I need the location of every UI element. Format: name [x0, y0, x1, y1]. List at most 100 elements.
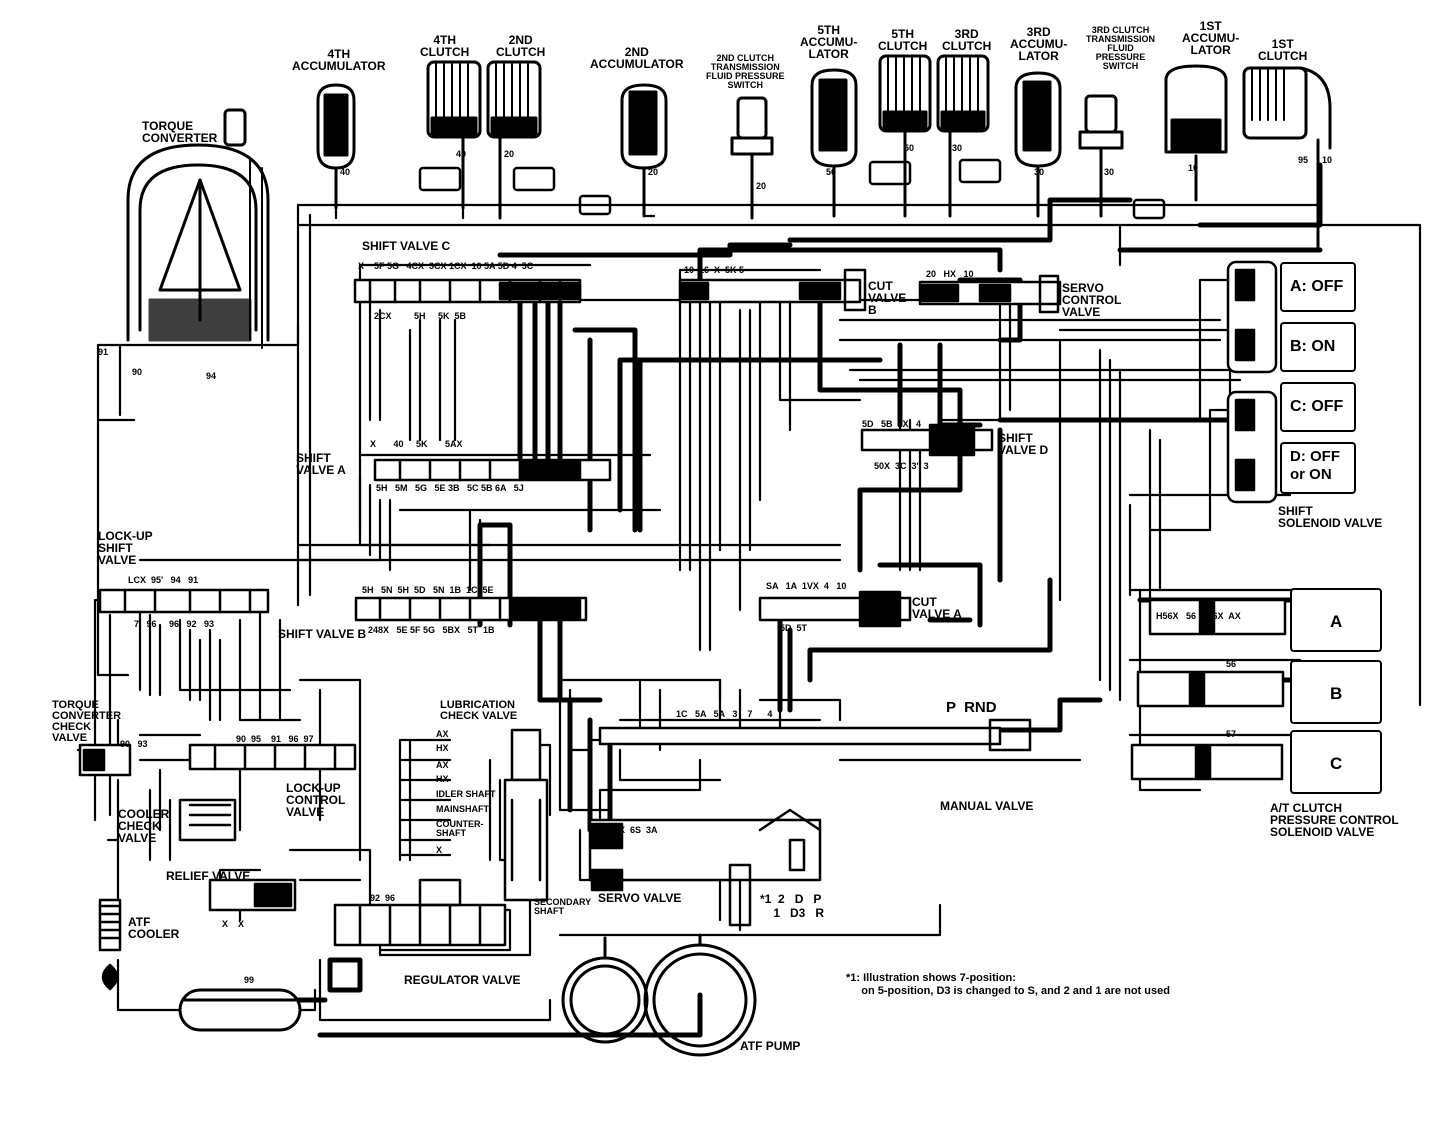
label-shift-valve-a: SHIFT VALVE A — [296, 451, 346, 477]
lube-idler-shaft: IDLER SHAFT — [436, 789, 496, 799]
label-3rd-clutch-switch: 3RD CLUTCH TRANSMISSION FLUID PRESSURE S… — [1086, 25, 1156, 71]
clutch-solenoid-b-letter: B — [1330, 684, 1343, 703]
label-5th-clutch: 5TH CLUTCH — [878, 27, 928, 53]
lockup-ports: LCX 95' 94 91 — [128, 575, 199, 585]
accumulator-2nd — [620, 83, 668, 218]
shift-valve-b — [354, 596, 588, 622]
label-secondary-shaft: SECONDARY SHAFT — [534, 897, 592, 916]
cut-valve-a — [758, 590, 912, 628]
regulator-ports: 92 96 — [370, 893, 396, 903]
label-cut-valve-a: CUT VALVE A — [912, 595, 962, 621]
shift-solenoid-c-box: C: OFF — [1280, 382, 1356, 432]
port-20-acc: 20 — [648, 167, 659, 177]
label-servo-control-valve: SERVO CONTROL VALVE — [1062, 281, 1122, 319]
clutch-solenoid-c-letter: C — [1330, 754, 1343, 773]
shift-solenoid-d-box: D: OFF or ON — [1280, 442, 1356, 494]
torque-converter — [126, 108, 270, 349]
atf-cooler — [98, 898, 122, 991]
servo-ports: 4 HX 6S 3A — [600, 825, 658, 835]
footnote: *1: Illustration shows 7-position: on 5-… — [846, 972, 1170, 997]
clutch-5th — [878, 54, 932, 218]
lube-ax-2: AX — [436, 760, 449, 770]
label-3rd-clutch: 3RD CLUTCH — [942, 27, 992, 53]
label-servo-valve: SERVO VALVE — [598, 891, 682, 905]
label-1st-clutch: 1ST CLUTCH — [1258, 37, 1308, 63]
cut-a-ports: SA 1A 1VX 4 10 — [766, 581, 847, 591]
label-lockup-control-valve: LOCK-UP CONTROL VALVE — [286, 781, 346, 819]
check-valves-top — [418, 158, 1166, 220]
gear-position-letters: *1 2 D P 1 D3 R — [760, 892, 825, 920]
label-2nd-accumulator: 2ND ACCUMULATOR — [590, 45, 684, 71]
fluid-lines-thin — [76, 203, 1422, 1022]
relief-ports: X X — [222, 919, 245, 929]
shift-a-mid: X 40 5K 5AX — [370, 439, 463, 449]
port-50-clutch: 50 — [904, 143, 915, 153]
port-50-acc: 50 — [826, 167, 837, 177]
label-2nd-clutch: 2ND CLUTCH — [496, 33, 546, 59]
manual-positions: P RND — [946, 699, 997, 716]
label-lockup-shift-valve: LOCK-UP SHIFT VALVE — [98, 529, 153, 567]
label-2nd-clutch-switch: 2ND CLUTCH TRANSMISSION FLUID PRESSURE S… — [706, 53, 785, 90]
label-4th-accumulator: 4TH ACCUMULATOR — [292, 47, 386, 73]
clutch-3rd — [936, 54, 990, 218]
port-57: 57 — [1226, 729, 1237, 739]
solenoid-b-state: B: ON — [1290, 338, 1336, 355]
label-shift-solenoid-valve: SHIFT SOLENOID VALVE — [1278, 504, 1383, 530]
lube-mainshaft: MAINSHAFT — [436, 804, 489, 814]
atf-strainer — [178, 988, 302, 1032]
accumulator-1st — [1164, 64, 1228, 202]
lube-x: X — [436, 845, 443, 855]
lube-ax-1: AX — [436, 729, 449, 739]
shift-valve-c — [353, 278, 582, 304]
shift-d-bottom: 50X 3C 3' 3 — [874, 461, 929, 471]
lockup-bottom: 7 96 96 92 93 — [134, 619, 215, 629]
shift-c-ports: X 5F 5G 4CX 3CX 1CX 10 5A 5D 4 5C — [358, 261, 534, 271]
shift-d-top: 5D 5B 4X 4 — [862, 419, 922, 429]
servo-control-valve — [918, 274, 1062, 314]
accumulator-4th — [316, 83, 356, 210]
port-30-acc: 30 — [1034, 167, 1045, 177]
port-10-clutch: 10 — [1322, 155, 1333, 165]
clutch-solenoid-a-box: A — [1290, 588, 1382, 652]
label-4th-clutch: 4TH CLUTCH — [420, 33, 470, 59]
accumulator-3rd — [1014, 71, 1062, 218]
solenoid-d-state: D: OFF or ON — [1290, 448, 1340, 483]
manual-valve — [598, 718, 1032, 752]
lubrication-check-valve — [503, 728, 549, 902]
tc-check-valve — [78, 743, 132, 777]
clutch-solenoid-bodies — [1130, 598, 1287, 781]
lockup-control-ports: 90 95 91 96 97 — [236, 734, 314, 744]
label-shift-valve-c: SHIFT VALVE C — [362, 239, 451, 253]
lube-hx-1: HX — [436, 743, 449, 753]
tc-check-ports: 90 93 — [120, 739, 148, 749]
shift-solenoid-b-box: B: ON — [1280, 322, 1356, 372]
fluid-lines-thick — [182, 162, 1323, 1038]
port-20-switch: 20 — [756, 181, 767, 191]
port-94: 94 — [206, 371, 217, 381]
port-56: 56 — [1226, 659, 1237, 669]
regulator-valve — [333, 878, 507, 947]
cut-a-bottom: 5D 5T — [780, 623, 808, 633]
lube-countershaft: COUNTER- SHAFT — [436, 819, 484, 838]
atf-pump — [561, 933, 757, 1057]
label-shift-valve-b: SHIFT VALVE B — [278, 627, 367, 641]
label-lubrication-check-valve: LUBRICATION CHECK VALVE — [440, 699, 518, 722]
cooler-check-valve — [178, 798, 237, 842]
label-manual-valve: MANUAL VALVE — [940, 799, 1034, 813]
lockup-control-valve — [188, 743, 357, 771]
shift-b-ports: 5H 5N 5H 5D 5N 1B 1C 5E — [362, 585, 494, 595]
shift-valve-a — [373, 458, 612, 482]
port-30-switch: 30 — [1104, 167, 1115, 177]
lockup-shift-valve — [98, 588, 270, 614]
solenoid-a-state: A: OFF — [1290, 278, 1344, 295]
label-tc-check-valve: TORQUE CONVERTER CHECK VALVE — [52, 699, 122, 744]
port-40: 40 — [340, 167, 351, 177]
label-5th-accumulator: 5TH ACCUMU- LATOR — [800, 23, 858, 61]
relief-valve — [208, 878, 297, 912]
label-at-clutch-solenoid: A/T CLUTCH PRESSURE CONTROL SOLENOID VAL… — [1270, 801, 1399, 839]
shift-c-bottom: 2CX 5H 5K 5B — [374, 311, 467, 321]
pressure-switch-2nd — [730, 96, 774, 220]
shift-solenoid-a-box: A: OFF — [1280, 262, 1356, 312]
shift-b-bottom: 248X 5E 5F 5G 5BX 5T 1B — [368, 625, 495, 635]
